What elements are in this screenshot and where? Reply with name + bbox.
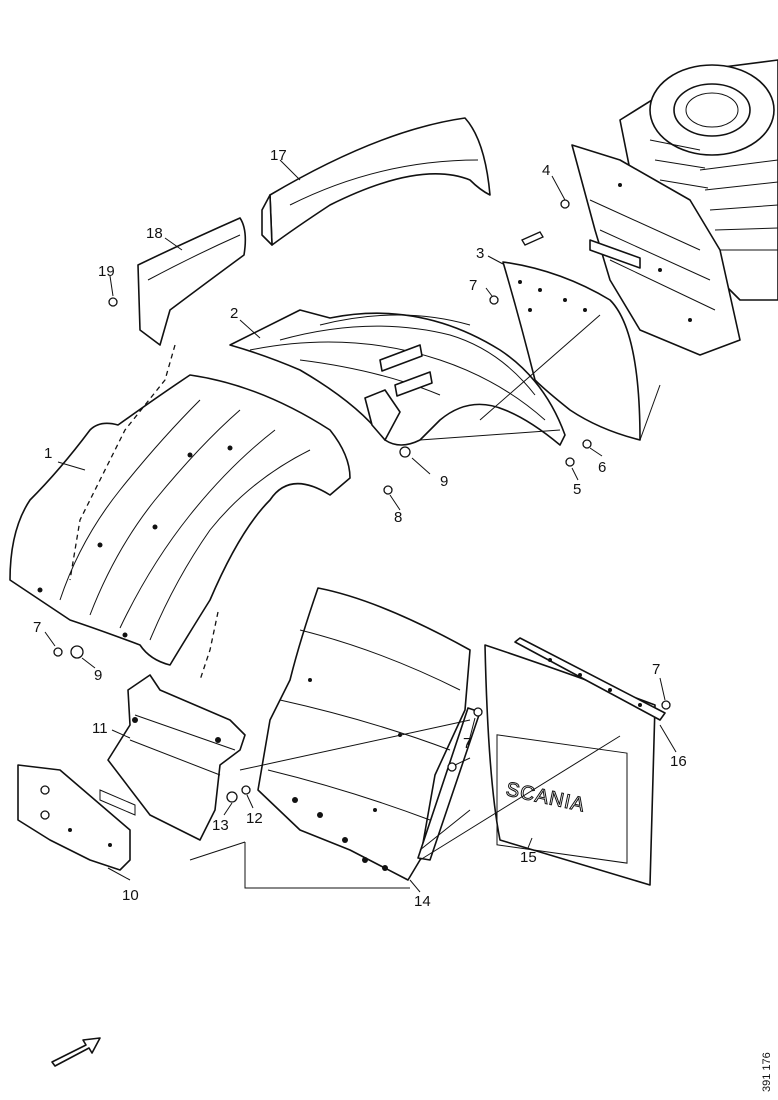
bolt-8: [383, 485, 393, 495]
mounting-bracket: [521, 144, 741, 356]
label-7-strip: 7: [652, 661, 660, 678]
washer-13: [226, 791, 238, 803]
label-1: 1: [44, 445, 52, 462]
label-14: 14: [414, 893, 431, 910]
part-labels: 1 2 3 4 5 6 7 7 7 7 8 9 9 10 11 12 13 14…: [33, 147, 687, 910]
mounting-strip: [514, 637, 671, 721]
label-7-left: 7: [33, 619, 41, 636]
label-9-right: 9: [440, 473, 448, 490]
label-10: 10: [122, 887, 139, 904]
screw-12: [241, 785, 251, 795]
label-2: 2: [230, 305, 238, 322]
washer-6: [582, 439, 592, 449]
reference-number: 391 176: [761, 1052, 773, 1092]
label-16: 16: [670, 753, 687, 770]
label-8: 8: [394, 509, 402, 526]
label-15: 15: [520, 849, 537, 866]
washer-9-left: [70, 645, 84, 659]
bolt-7-left: [53, 647, 63, 657]
label-4: 4: [542, 162, 550, 179]
label-5: 5: [573, 481, 581, 498]
label-6: 6: [598, 459, 606, 476]
label-19: 19: [98, 263, 115, 280]
mudguard-panel: [257, 587, 483, 881]
front-fender-section: [229, 309, 566, 446]
label-18: 18: [146, 225, 163, 242]
washer-9-right: [399, 446, 411, 458]
bolt-7-upper: [489, 295, 499, 305]
wheel-hub-assembly: [619, 59, 778, 301]
label-12: 12: [246, 810, 263, 827]
label-11: 11: [92, 720, 108, 737]
bolt-19: [108, 297, 118, 307]
upper-fender-half: [261, 117, 491, 246]
leader-lines: [44, 159, 677, 893]
corner-trim: [137, 217, 247, 346]
label-7-mudguard: 7: [463, 735, 471, 752]
main-fender: [9, 344, 351, 681]
label-13: 13: [212, 817, 229, 834]
mounting-plate: [17, 764, 136, 871]
nut-5: [565, 457, 575, 467]
label-7-upper: 7: [469, 277, 477, 294]
fender-bracket: [107, 674, 246, 841]
spray-flap-panel: [502, 261, 661, 441]
label-3: 3: [476, 245, 484, 262]
arrow-icon: [51, 1037, 101, 1067]
mud-flap: SCANIA: [484, 644, 656, 886]
label-17: 17: [270, 147, 287, 164]
label-9-left: 9: [94, 667, 102, 684]
